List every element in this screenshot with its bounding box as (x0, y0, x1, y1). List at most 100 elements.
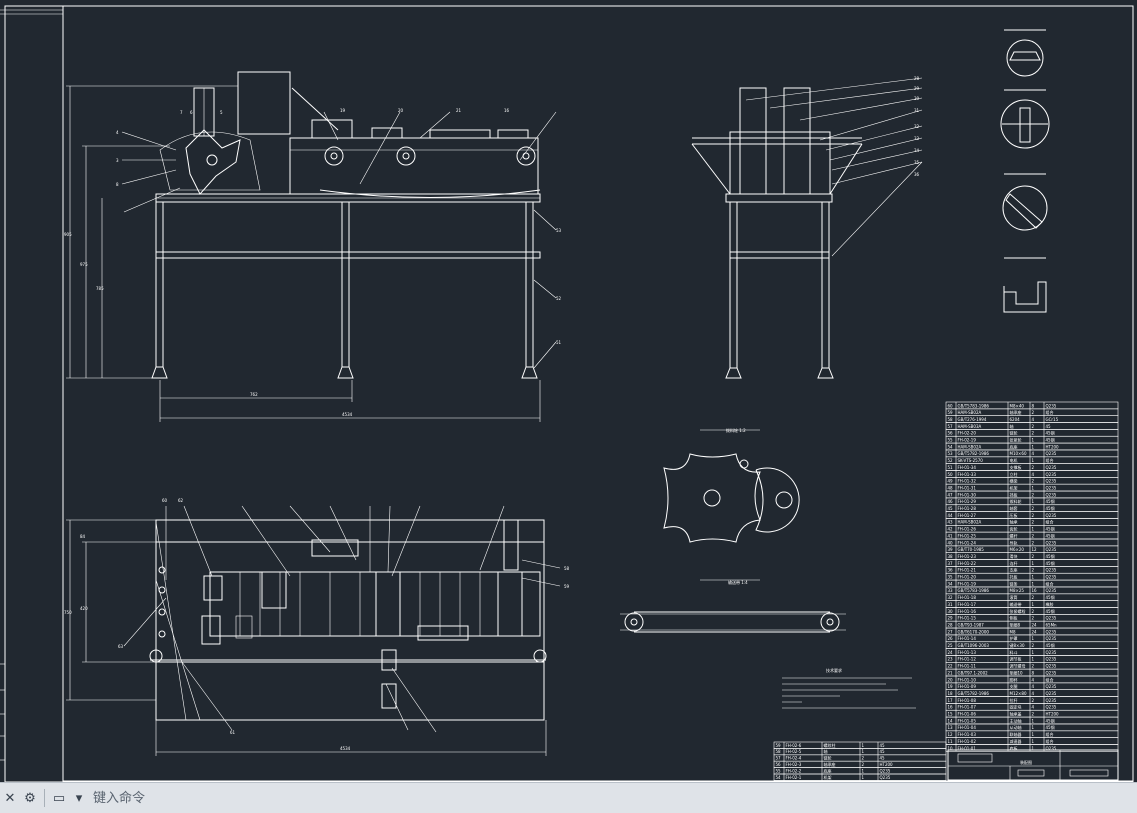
bom-cell: 2 (1032, 431, 1035, 436)
bom-cell: 33 (948, 588, 954, 593)
bom-cell: 托板 (1010, 574, 1018, 580)
bom-cell: FH-01-19 (958, 581, 977, 586)
bom-cell: 2 (1032, 513, 1035, 518)
bom-cell: 轴 (824, 748, 828, 754)
bom-cell: FH-01-21 (958, 568, 977, 573)
bom-cell: FH-01-33 (958, 472, 977, 477)
bom-cell: 8 (1032, 670, 1035, 675)
bom-cell: FH-01-14 (958, 636, 977, 641)
bom-cell: 支座 (1010, 567, 1018, 573)
bom-cell: FH-01-24 (958, 540, 977, 545)
star-wheel-detail: 拨料轮 1:2 (663, 427, 800, 543)
bom-cell: 44 (948, 513, 954, 518)
bom-cell: GB/T97.1-2002 (958, 670, 989, 675)
bom-cell: 51 (948, 465, 954, 470)
bom-cell: 57 (948, 424, 954, 429)
chevron-down-icon[interactable]: ▾ (75, 790, 83, 806)
bom-cell: 45钢 (1046, 505, 1055, 511)
bom-cell: 25 (948, 643, 954, 648)
bom-cell: 2 (1032, 554, 1035, 559)
bom-cell: FH-02-20 (958, 431, 977, 436)
bom-cell: 58 (776, 749, 782, 754)
bom-cell: 16 (948, 705, 954, 710)
callout-53: 53 (556, 228, 562, 233)
bom-cell: 23 (948, 657, 954, 662)
bom-cell: GB/T6170-2000 (958, 629, 990, 634)
bom-cell: FH-01-13 (958, 650, 977, 655)
callout-35: 35 (914, 160, 920, 165)
bom-cell: 1 (1032, 636, 1035, 641)
bom-cell: FH-01-20 (958, 575, 977, 580)
bom-cell: 2 (1032, 643, 1035, 648)
bom-cell: 电机 (1010, 457, 1018, 463)
bom-cell: HAM-SB02A (958, 444, 982, 449)
history-icon[interactable]: ▭ (52, 790, 66, 806)
bom-cell: 组合 (1046, 409, 1054, 415)
bom-cell: Q235 (1046, 629, 1057, 634)
bom-cell: 拨料轮 (1010, 498, 1022, 504)
bom-cell: 1 (1032, 725, 1035, 730)
bom-cell: 链条 (1010, 580, 1018, 586)
bom-cell: 45钢 (1046, 608, 1055, 614)
callout-59: 59 (564, 584, 570, 589)
bom-cell: 1 (1032, 718, 1035, 723)
bom-cell: 4 (1032, 684, 1035, 689)
bom-cell: 1 (1032, 575, 1035, 580)
bom-cell: 28 (948, 622, 954, 627)
bom-cell: FH-01-34 (958, 465, 977, 470)
bom-cell: 轴套 (1010, 505, 1018, 511)
bom-cell: 56 (948, 431, 954, 436)
bom-cell: 45钢 (1046, 717, 1055, 723)
bom-cell: 组合 (1046, 580, 1054, 586)
bom-cell: M8 (1010, 629, 1016, 634)
bom-cell: 链轮 (1010, 430, 1018, 436)
callout-34: 34 (914, 148, 920, 153)
bom-cell: Q235 (1046, 465, 1057, 470)
bom-cell: 机架 (824, 774, 832, 780)
drawing-canvas[interactable]: 905 975 785 762 4534 4 3 8 7 6 5 19 20 2… (0, 0, 1137, 782)
bom-cell: Q235 (1046, 636, 1057, 641)
bom-cell: M8×25 (1010, 588, 1025, 593)
bom-cell: 支撑板 (1010, 464, 1022, 470)
bom-cell: 55 (776, 768, 782, 773)
bom-cell: FH-01-25 (958, 533, 977, 538)
command-input[interactable] (89, 786, 315, 810)
bom-cell: FH-02-5 (786, 749, 802, 754)
callout-51: 51 (556, 340, 562, 345)
bom-cell: 螺杆 (1010, 532, 1018, 538)
bom-cell: 1 (1032, 444, 1035, 449)
bom-cell: GB/T5783-1986 (958, 403, 990, 408)
title-block: 装配图 (947, 749, 1119, 781)
bom-cell: FH-01-12 (958, 657, 977, 662)
bom-cell: M6×20 (1010, 547, 1025, 552)
divider (44, 789, 45, 807)
bom-cell: 30 (948, 609, 954, 614)
close-icon[interactable]: ✕ (4, 790, 16, 806)
bom-cell: 24 (1032, 622, 1038, 627)
bom-cell: 42 (948, 527, 954, 532)
bom-cell: 55 (948, 438, 954, 443)
bom-cell: 输送带 (1010, 601, 1022, 607)
bom-cell: 轴承 (1010, 519, 1018, 525)
bom-cell: 1 (862, 749, 865, 754)
top-view: 4534 750 420 84 60 62 63 61 58 59 (64, 498, 570, 756)
bom-cell: 连杆 (1010, 560, 1018, 566)
bom-cell: 滚筒 (1010, 594, 1018, 600)
bom-cell: 导轨 (1010, 539, 1018, 545)
callout-36: 36 (914, 172, 920, 177)
bom-cell: 45钢 (1046, 724, 1055, 730)
bom-cell: 4 (1032, 677, 1035, 682)
wrench-icon[interactable]: ⚙ (24, 790, 36, 806)
bom-cell: 1 (1032, 732, 1035, 737)
bom-cell: HAM-SB03A (958, 424, 982, 429)
bom-cell: 1 (862, 768, 865, 773)
bom-cell: 45 (948, 506, 954, 511)
bom-cell: 1 (862, 743, 865, 748)
bom-cell: 2 (1032, 568, 1035, 573)
inner-frame (62, 5, 1134, 782)
bom-cell: 38 (948, 554, 954, 559)
bom-cell: 组合 (1046, 519, 1054, 525)
callout-8: 8 (116, 182, 119, 187)
callout-5: 5 (220, 110, 223, 115)
